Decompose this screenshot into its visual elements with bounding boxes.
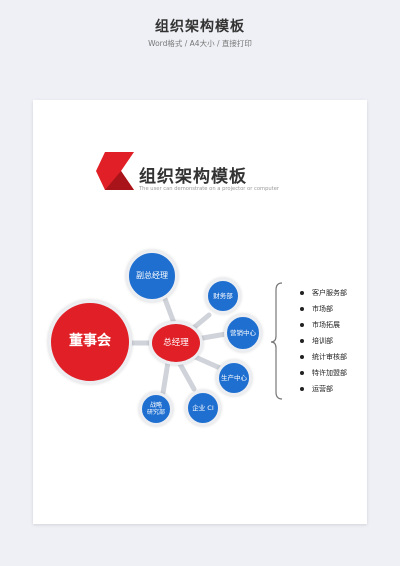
ceo-node: 总经理 — [149, 321, 203, 365]
list-item: 特许加盟部 — [300, 365, 347, 381]
bullet-icon — [300, 291, 304, 295]
connector-ceo-vp — [162, 296, 177, 326]
connector-ceo-strategy — [160, 359, 171, 396]
bullet-icon — [300, 371, 304, 375]
bullet-icon — [300, 387, 304, 391]
header-title: 组织架构模板 — [155, 19, 245, 35]
department-label: 市场拓展 — [312, 321, 340, 329]
finance-node: 财务部 — [205, 278, 241, 314]
connector-ceo-enterprise — [177, 361, 197, 392]
department-label: 运营部 — [312, 385, 333, 393]
document-subtitle: The user can demonstrate on a projector … — [139, 186, 280, 192]
department-label: 特许加盟部 — [312, 369, 347, 377]
department-bracket — [270, 282, 283, 400]
bullet-icon — [300, 307, 304, 311]
department-label: 培训部 — [312, 337, 333, 345]
enterprise-ci-node: 企业 CI — [185, 390, 221, 426]
marketing-node: 营销中心 — [224, 314, 262, 352]
list-item: 培训部 — [300, 333, 347, 349]
strategy-label-line2: 研究部 — [146, 409, 165, 416]
production-node: 生产中心 — [216, 360, 252, 396]
strategy-label-line1: 战略 — [149, 401, 162, 409]
vp-node: 副总经理 — [126, 250, 178, 302]
department-label: 统计审核部 — [312, 353, 347, 361]
header-subtitle: Word格式 / A4大小 / 直接打印 — [148, 39, 252, 48]
connector-ceo-production — [190, 353, 223, 371]
list-item: 运营部 — [300, 381, 347, 397]
bullet-icon — [300, 339, 304, 343]
list-item: 市场部 — [300, 301, 347, 317]
department-list: 客户服务部 市场部 市场拓展 培训部 统计审核部 特许加盟部 运营部 — [300, 285, 347, 397]
department-label: 客户服务部 — [312, 289, 347, 297]
bullet-icon — [300, 323, 304, 327]
strategy-research-node: 战略 研究部 — [139, 392, 173, 426]
bullet-icon — [300, 355, 304, 359]
board-node: 董事会 — [48, 300, 132, 384]
list-item: 统计审核部 — [300, 349, 347, 365]
list-item: 市场拓展 — [300, 317, 347, 333]
logo-chevron-icon — [96, 152, 134, 190]
document-page: 组织架构模板 The user can demonstrate on a pro… — [33, 100, 367, 524]
document-title: 组织架构模板 — [139, 167, 247, 187]
department-label: 市场部 — [312, 305, 333, 313]
list-item: 客户服务部 — [300, 285, 347, 301]
